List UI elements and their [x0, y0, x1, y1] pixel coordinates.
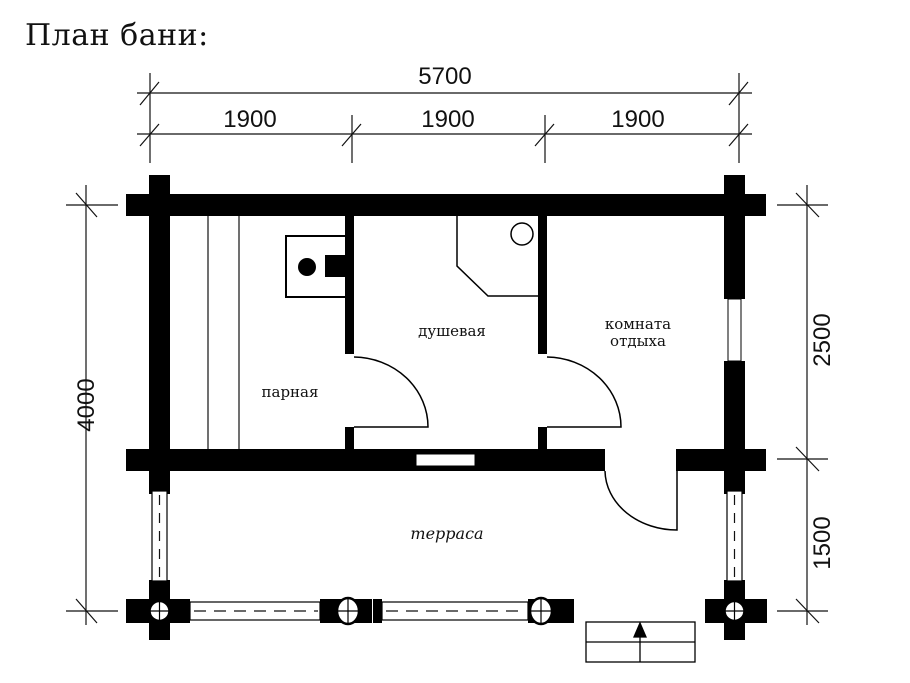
- entrance-stairs: [585, 621, 696, 663]
- round-posts: [148, 596, 746, 626]
- dim-total-height: 4000: [73, 378, 100, 431]
- railing-bottom: [189, 601, 529, 621]
- railing-left: [151, 490, 168, 582]
- dim-segment-3: 1900: [611, 106, 664, 133]
- dimension-top: [137, 73, 752, 163]
- window-rest-room: [727, 298, 742, 362]
- dim-right-lower: 1500: [809, 516, 836, 569]
- benches: [207, 216, 240, 449]
- dimension-left: [66, 185, 118, 625]
- dim-segment-2: 1900: [421, 106, 474, 133]
- shower-cabin: [456, 216, 538, 297]
- label-terrace: терраса: [410, 524, 483, 543]
- dimension-right: [777, 185, 828, 625]
- railing-right: [726, 490, 743, 582]
- dim-right-upper: 2500: [809, 313, 836, 366]
- window-middle: [415, 453, 476, 467]
- dim-total-width: 5700: [418, 63, 471, 90]
- label-shower: душевая: [418, 322, 486, 340]
- dim-segment-1: 1900: [223, 106, 276, 133]
- walls: [126, 175, 767, 640]
- label-steam-room: парная: [262, 383, 319, 401]
- stove: [285, 235, 345, 298]
- label-rest-room-1: комната: [605, 315, 671, 333]
- label-rest-room-2: отдыха: [610, 332, 666, 350]
- plan-title: План бани:: [25, 18, 209, 53]
- doors: [353, 356, 678, 531]
